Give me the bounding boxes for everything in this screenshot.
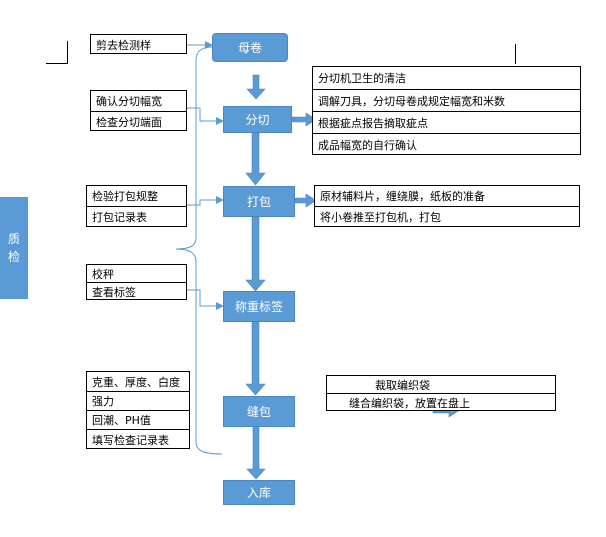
- detail-item: 分切机卫生的清洁: [318, 72, 406, 85]
- note-item: 查看标签: [87, 282, 186, 300]
- sidebar-char-2: 检: [7, 250, 20, 264]
- note-item: 克重、厚度、白度: [92, 375, 180, 389]
- detail-item: 成品幅宽的自行确认: [313, 133, 580, 155]
- link-g2: [187, 107, 224, 125]
- down-arrow-4: [245, 321, 266, 396]
- bracket-upper: [175, 46, 213, 250]
- down-arrow-3: [245, 216, 266, 292]
- step-packing[interactable]: 打包: [223, 186, 295, 217]
- step-warehousing[interactable]: 入库: [223, 480, 295, 505]
- step-sewing-label: 缝包: [246, 405, 271, 419]
- note-item: 检查分切端面: [91, 111, 186, 131]
- step-weighing-label[interactable]: 称重标签: [223, 291, 295, 322]
- step-mother-roll[interactable]: 母卷: [212, 33, 288, 62]
- note-item: 检验打包规整: [92, 190, 158, 203]
- note-item: 校秤: [92, 267, 114, 281]
- note-group-2: 确认分切幅宽 检查分切端面: [90, 90, 187, 131]
- note-item: 强力: [87, 391, 189, 410]
- detail-item: 裁取编织袋: [375, 378, 430, 392]
- right-arrow-fenqie: [291, 112, 317, 127]
- down-arrow-5: [246, 426, 266, 480]
- detail-group-slitting: 分切机卫生的清洁 调解刀具，分切母卷成规定幅宽和米数 根据疵点报告摘取疵点 成品…: [312, 66, 581, 155]
- step-warehousing-label: 入库: [246, 486, 271, 500]
- down-arrow-2: [245, 132, 266, 186]
- detail-group-sewing: 裁取编织袋 缝合编织袋，放置在盘上: [326, 375, 556, 411]
- bracket-lower: [175, 248, 223, 455]
- detail-item: 根据疵点报告摘取疵点: [313, 111, 580, 133]
- link-g4: [187, 289, 224, 310]
- down-arrow-1: [246, 74, 266, 100]
- note-group-5: 克重、厚度、白度 强力 回潮、PH值 填写检查记录表: [86, 371, 190, 449]
- corner-mark-top-left-v: [67, 41, 68, 63]
- sidebar-char-1: 质: [7, 232, 20, 246]
- note-item: 填写检查记录表: [87, 429, 189, 449]
- note-item: 打包记录表: [87, 206, 186, 227]
- detail-item: 调解刀具，分切母卷成规定幅宽和米数: [313, 89, 580, 111]
- note-item: 回潮、PH值: [87, 410, 189, 429]
- detail-group-packing: 原材辅料片，缠绕膜，纸板的准备 将小卷推至打包机，打包: [314, 185, 580, 227]
- link-g3: [187, 196, 224, 206]
- right-arrow-dabao: [294, 193, 317, 208]
- corner-mark-top-left-h: [46, 63, 68, 64]
- sidebar-quality-check: 质 检: [0, 197, 28, 299]
- detail-item: 缝合编织袋，放置在盘上: [327, 393, 555, 411]
- note-group-1: 剪去检测样: [90, 34, 187, 54]
- corner-mark-top-right-v: [515, 44, 516, 64]
- note-group-4: 校秤 查看标签: [86, 264, 187, 300]
- step-mother-roll-label: 母卷: [237, 41, 262, 55]
- detail-item: 原材辅料片，缠绕膜，纸板的准备: [320, 190, 485, 203]
- step-slitting-label: 分切: [245, 113, 270, 127]
- detail-item: 将小卷推至打包机，打包: [315, 206, 579, 227]
- step-slitting[interactable]: 分切: [223, 106, 292, 133]
- note-group-3: 检验打包规整 打包记录表: [86, 185, 187, 227]
- step-sewing[interactable]: 缝包: [223, 396, 295, 427]
- step-packing-label: 打包: [246, 195, 271, 209]
- note-item: 确认分切幅宽: [96, 95, 162, 108]
- step-weighing-label-text: 称重标签: [234, 300, 283, 314]
- note-item: 剪去检测样: [96, 38, 151, 52]
